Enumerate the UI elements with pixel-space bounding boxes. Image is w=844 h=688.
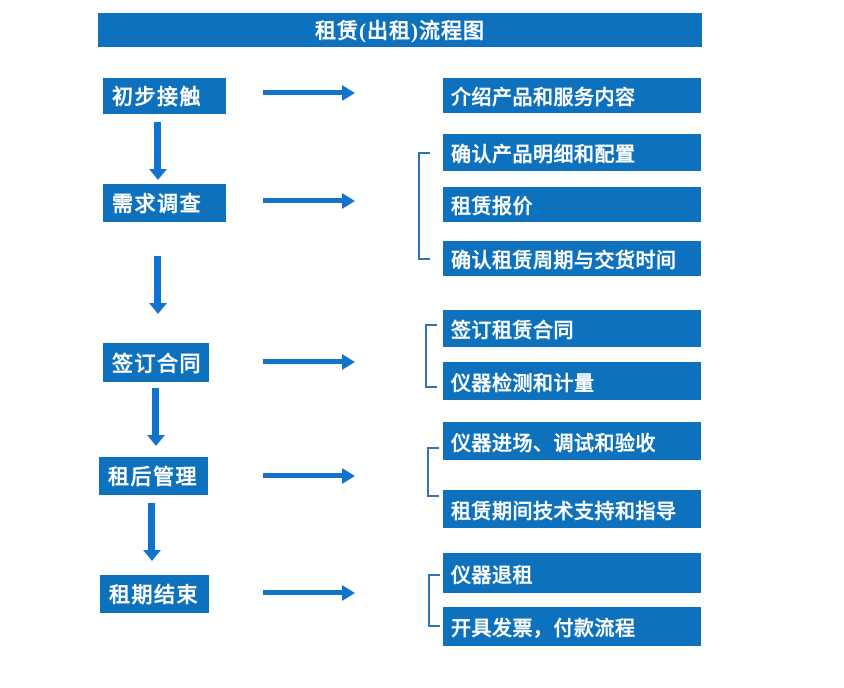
bracket-connector [428, 574, 440, 627]
arrow-shaft [154, 256, 161, 303]
output-box: 仪器进场、调试和验收 [443, 422, 701, 460]
arrow-head [342, 585, 355, 601]
flowchart-title: 租赁(出租)流程图 [98, 13, 702, 47]
arrow-right-icon [263, 354, 355, 370]
output-box: 开具发票，付款流程 [443, 607, 701, 646]
arrow-shaft [263, 590, 343, 595]
bracket-connector [425, 324, 437, 388]
arrow-head [342, 193, 355, 209]
output-box: 介绍产品和服务内容 [443, 78, 701, 113]
arrow-shaft [263, 359, 343, 364]
stage-box-sign-contract: 签订合同 [103, 343, 209, 382]
output-box: 确认租赁周期与交货时间 [443, 241, 701, 276]
stage-box-initial-contact: 初步接触 [103, 78, 226, 114]
output-box: 确认产品明细和配置 [443, 134, 701, 171]
bracket-connector [427, 447, 439, 497]
arrow-right-icon [263, 585, 355, 601]
arrow-head [143, 550, 161, 561]
arrow-head [342, 354, 355, 370]
arrow-right-icon [263, 468, 355, 484]
arrow-down-icon [149, 256, 167, 314]
arrow-down-icon [149, 122, 167, 180]
arrow-head [149, 169, 167, 180]
arrow-shaft [152, 388, 159, 435]
arrow-down-icon [147, 388, 165, 446]
arrow-shaft [148, 503, 155, 550]
arrow-shaft [263, 198, 343, 203]
bracket-connector [418, 152, 430, 260]
arrow-head [342, 85, 355, 101]
output-box: 签订租赁合同 [443, 310, 701, 347]
arrow-right-icon [263, 85, 355, 101]
arrow-head [342, 468, 355, 484]
arrow-head [149, 303, 167, 314]
output-box: 仪器退租 [443, 553, 701, 593]
arrow-right-icon [263, 193, 355, 209]
stage-box-post-rental-management: 租后管理 [99, 457, 208, 495]
output-box: 租赁期间技术支持和指导 [443, 490, 701, 528]
stage-box-rental-end: 租期结束 [100, 575, 209, 613]
arrow-down-icon [143, 503, 161, 561]
output-box: 租赁报价 [443, 187, 701, 222]
arrow-shaft [154, 122, 161, 169]
output-box: 仪器检测和计量 [443, 362, 701, 400]
stage-box-demand-survey: 需求调查 [103, 184, 226, 222]
arrow-shaft [263, 473, 343, 478]
arrow-head [147, 435, 165, 446]
arrow-shaft [263, 90, 343, 95]
